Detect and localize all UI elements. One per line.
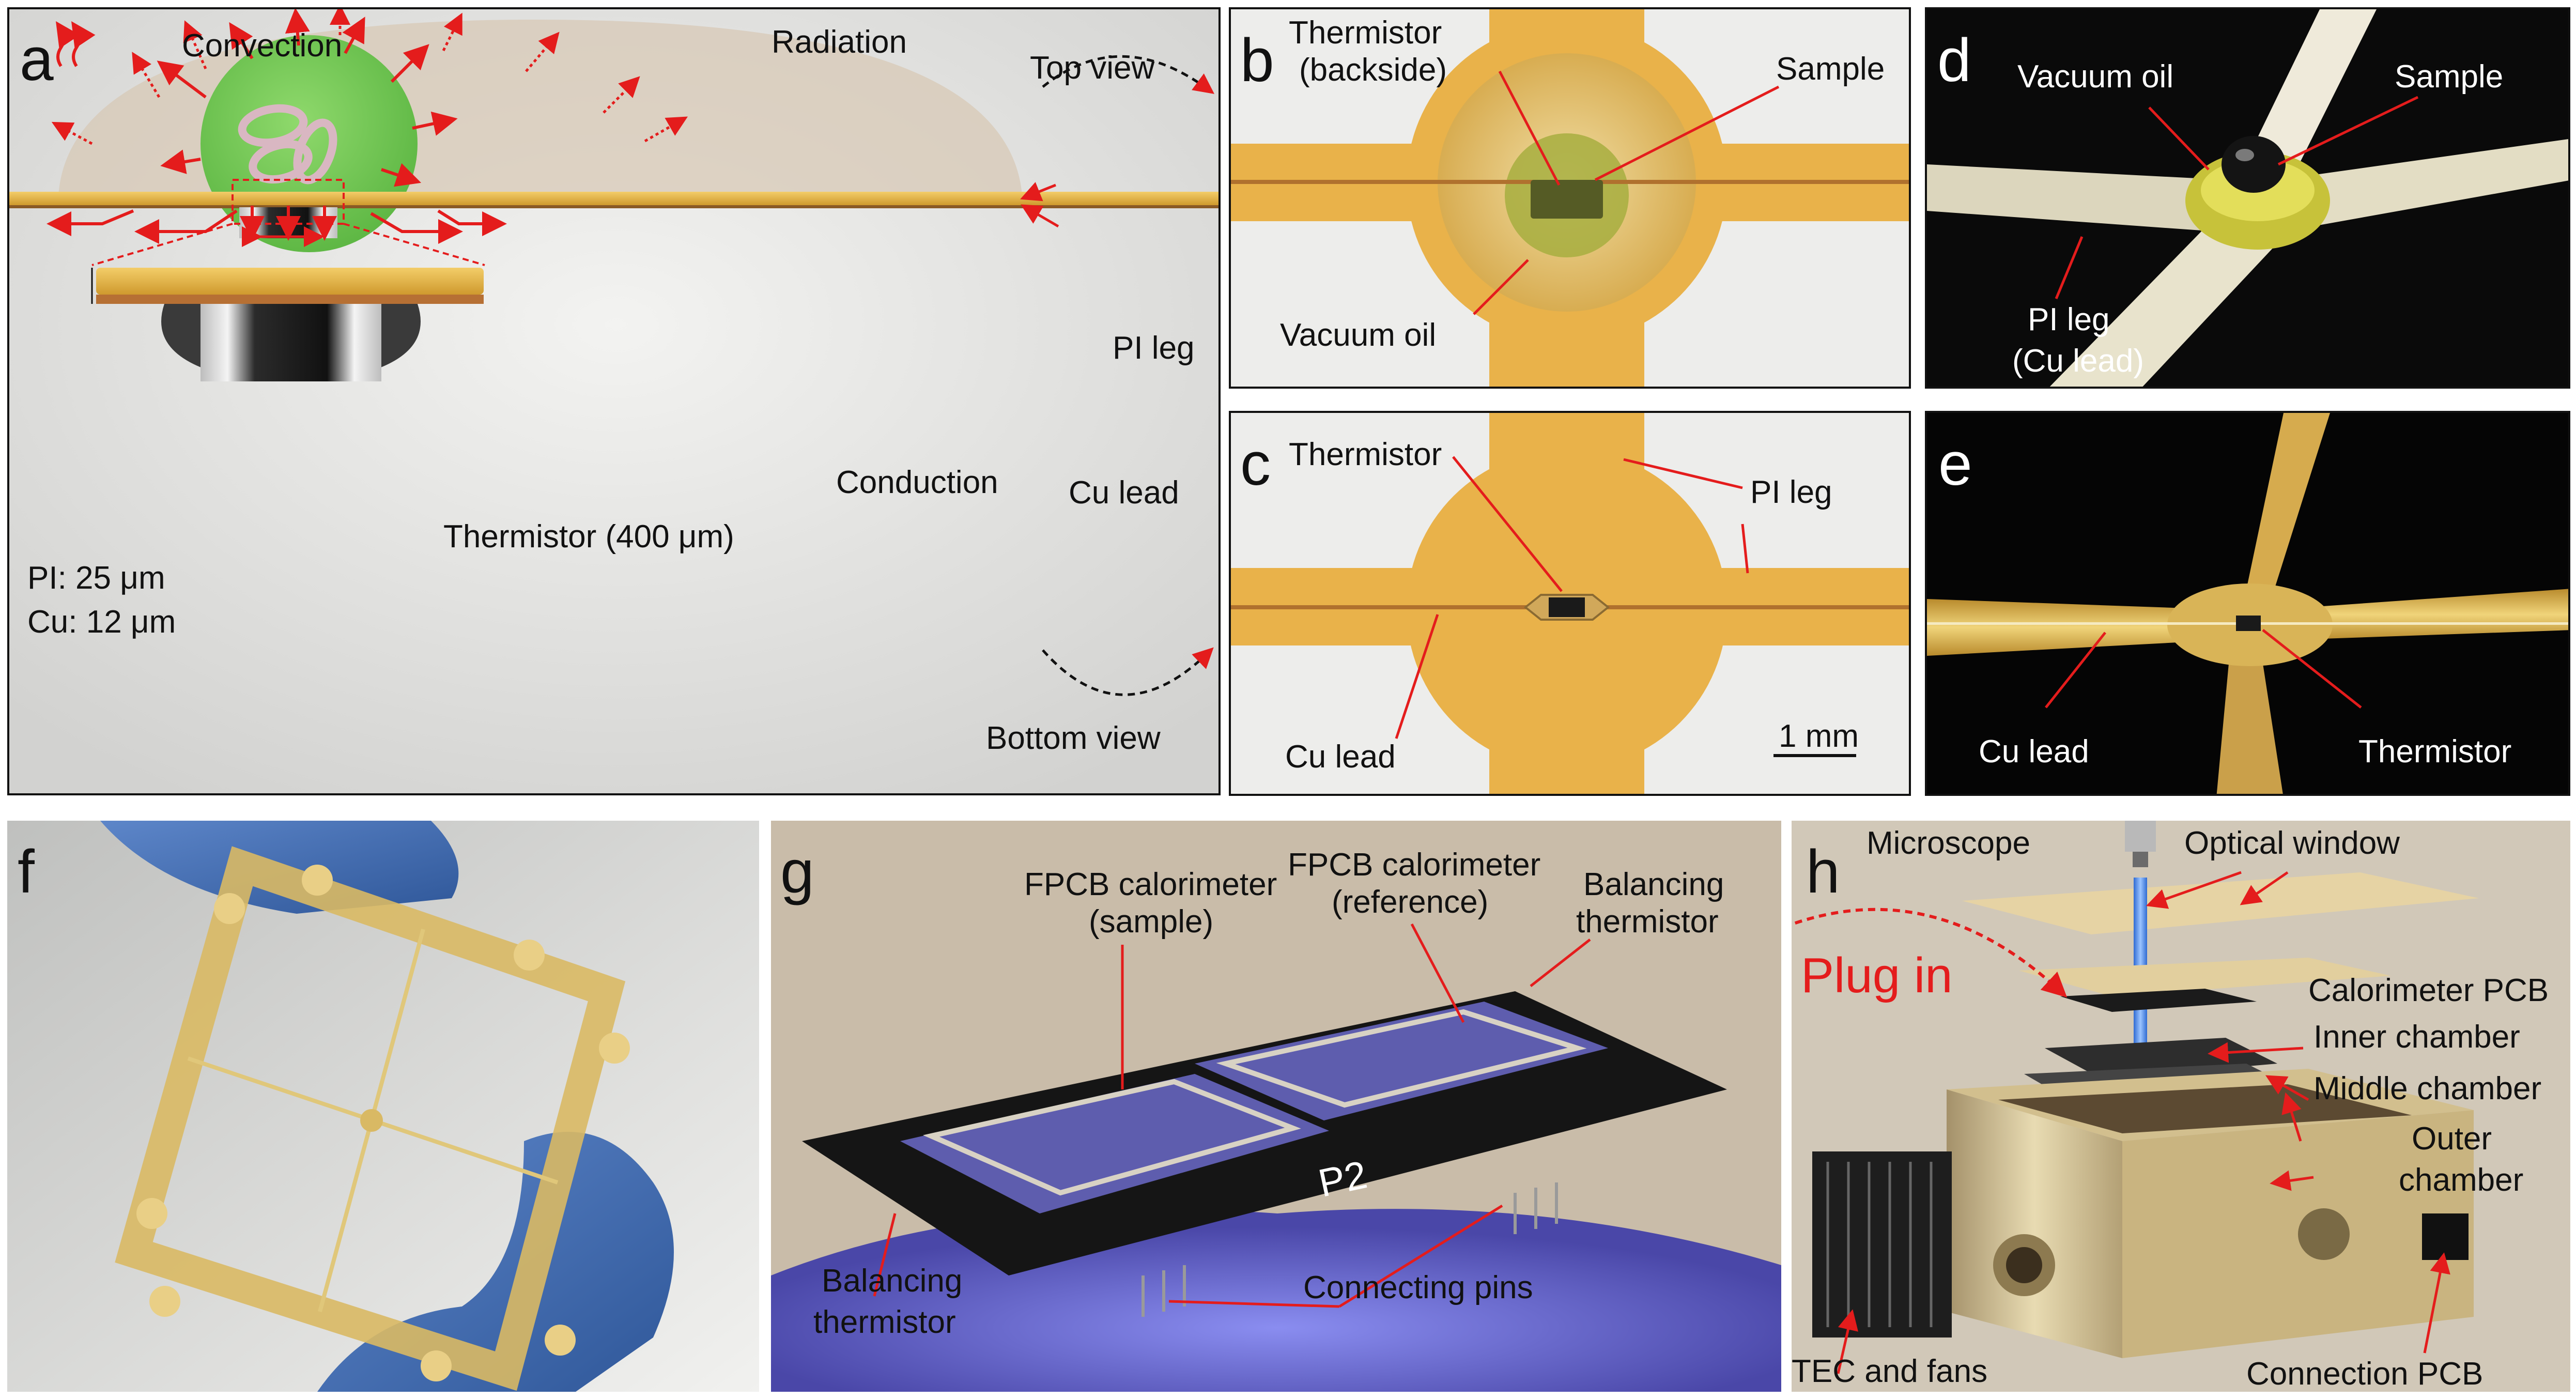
tec-fans-label: TEC and fans <box>1792 1354 1988 1389</box>
bottom-view-label: Bottom view <box>986 720 1161 756</box>
foam-base <box>771 1209 1781 1392</box>
panel-a-illustration <box>9 9 1218 793</box>
sample-label: Sample <box>1776 51 1885 87</box>
panel-f-photo <box>7 821 759 1392</box>
scale-bar <box>1773 754 1856 757</box>
pi-leg-label-d-1: PI leg <box>2028 302 2110 337</box>
panel-a: a Convection Radiation Top view PI leg C… <box>7 7 1221 795</box>
panel-e-letter: e <box>1938 430 1972 498</box>
cu-lead-label: Cu lead <box>1069 475 1179 511</box>
balancing-thermistor-right-2: thermistor <box>1576 904 1719 940</box>
panel-c-illustration <box>1231 413 1909 794</box>
panel-c-letter: c <box>1240 430 1271 498</box>
balancing-thermistor-left-2: thermistor <box>813 1304 956 1340</box>
vacuum-oil-label-d: Vacuum oil <box>2017 59 2174 95</box>
panel-b-illustration <box>1231 9 1909 387</box>
pi-thickness-label: PI: 25 μm <box>27 560 165 596</box>
panel-c: c Thermistor PI leg Cu lead 1 mm <box>1229 411 1911 796</box>
panel-g-letter: g <box>780 838 814 906</box>
cu-lead-label-e: Cu lead <box>1979 734 2089 770</box>
panel-b: b Thermistor (backside) Sample Vacuum oi… <box>1229 7 1911 389</box>
fpcb-ref-label-1: FPCB calorimeter <box>1288 847 1541 883</box>
pi-film <box>9 192 1218 205</box>
thermistor-photo <box>2236 616 2261 631</box>
cu-thickness-label: Cu: 12 μm <box>27 604 176 640</box>
balancing-thermistor-right-1: Balancing <box>1583 867 1724 902</box>
fpcb-sample-label-1: FPCB calorimeter <box>1024 867 1277 902</box>
fpcb-ref-label-2: (reference) <box>1332 884 1489 920</box>
pi-leg-label-c: PI leg <box>1750 474 1832 510</box>
top-view-label: Top view <box>1030 50 1155 86</box>
pi-layer-enlarged <box>96 268 484 295</box>
radiation-label: Radiation <box>772 24 907 60</box>
pi-leg-label: PI leg <box>1113 330 1195 366</box>
balancing-thermistor-left-1: Balancing <box>822 1263 963 1299</box>
panel-h-illustration <box>1792 821 2570 1392</box>
panel-b-letter: b <box>1240 26 1274 95</box>
microscope-label: Microscope <box>1867 825 2030 861</box>
connection-pcb-label: Connection PCB <box>2246 1356 2484 1392</box>
thermistor-label: Thermistor <box>1289 437 1442 472</box>
conduction-label: Conduction <box>836 465 998 500</box>
cu-lead-label-c: Cu lead <box>1285 739 1396 775</box>
panel-e: e Cu lead Thermistor <box>1925 411 2570 796</box>
panel-a-letter: a <box>20 25 54 94</box>
optical-window-label: Optical window <box>2184 825 2400 861</box>
plug-in-label: Plug in <box>1801 948 1953 1003</box>
objective-icon <box>2133 852 2148 867</box>
panel-e-photo <box>1927 413 2568 794</box>
tec-fans <box>1812 1151 1952 1337</box>
sample-sphere <box>2222 136 2286 193</box>
optical-window-plate <box>1962 872 2479 934</box>
panel-d: d Vacuum oil Sample PI leg (Cu lead) <box>1925 7 2570 389</box>
panel-g: g FPCB calorimeter (sample) FPCB calorim… <box>771 821 1781 1392</box>
fpcb-sample-label-2: (sample) <box>1089 904 1214 940</box>
outer-chamber-label-2: chamber <box>2399 1162 2524 1198</box>
thermistor-enlarged <box>200 304 381 381</box>
thermistor-size-label: Thermistor (400 μm) <box>443 519 734 555</box>
pi-leg-label-d-2: (Cu lead) <box>2012 343 2144 379</box>
middle-chamber-label: Middle chamber <box>2313 1071 2542 1106</box>
panel-g-photo <box>771 821 1781 1392</box>
thermistor-backside-label-1: Thermistor <box>1289 15 1442 51</box>
connecting-pins-label: Connecting pins <box>1303 1270 1533 1305</box>
outer-chamber <box>1947 1089 2122 1358</box>
panel-d-photo <box>1927 9 2568 387</box>
sample-label-d: Sample <box>2395 59 2504 95</box>
calorimeter-pcb-label: Calorimeter PCB <box>2308 973 2549 1008</box>
convection-label: Convection <box>182 28 343 64</box>
panel-f-letter: f <box>18 838 35 906</box>
panel-h: h Microscope Optical window Plug in Calo… <box>1792 821 2570 1392</box>
thermistor-backside-label-2: (backside) <box>1299 52 1447 88</box>
thermistor-label-e: Thermistor <box>2358 734 2512 770</box>
vacuum-oil-label: Vacuum oil <box>1280 317 1437 353</box>
scale-bar-label: 1 mm <box>1779 718 1859 754</box>
panel-f: f <box>7 821 759 1392</box>
inner-chamber-label: Inner chamber <box>2313 1019 2520 1055</box>
panel-d-letter: d <box>1937 26 1971 95</box>
connection-pcb <box>2422 1213 2469 1260</box>
outer-chamber-label-1: Outer <box>2412 1121 2492 1157</box>
panel-h-letter: h <box>1806 838 1840 906</box>
fpcb-frame <box>115 846 626 1391</box>
